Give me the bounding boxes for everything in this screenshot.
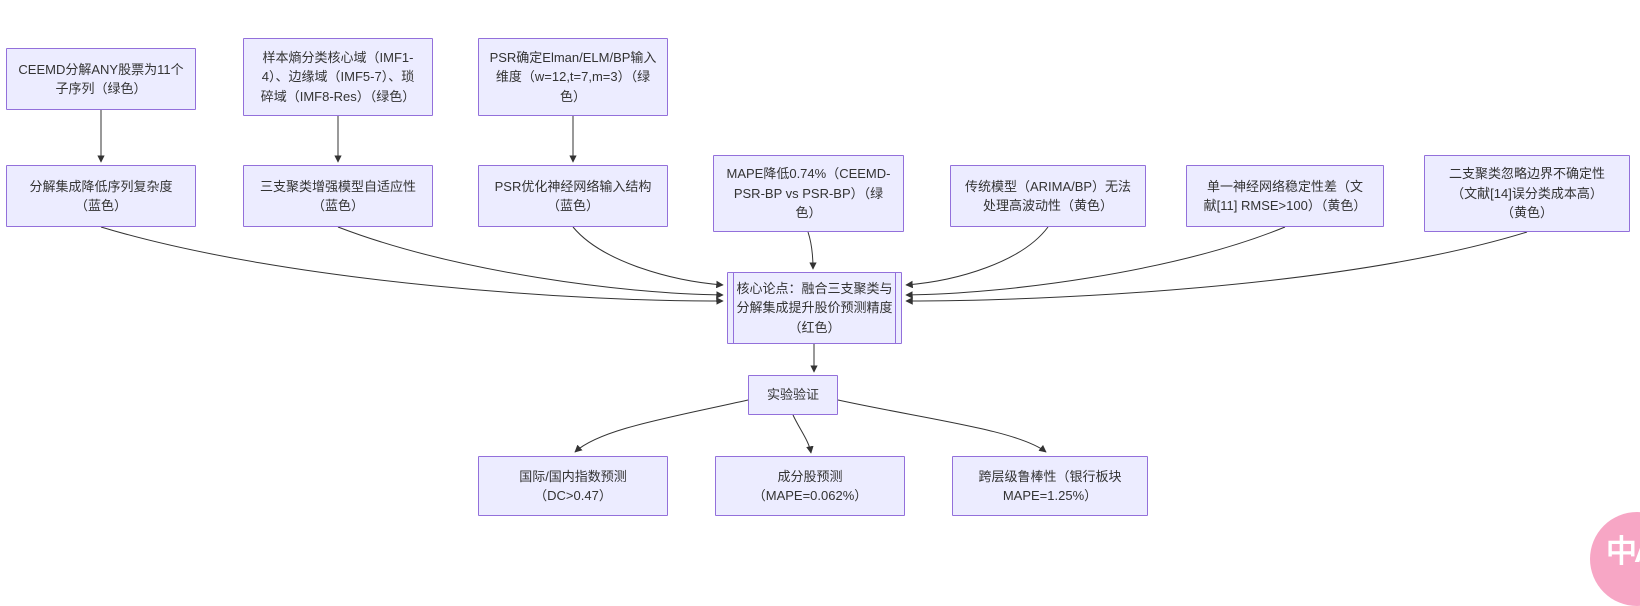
node-decomposition-complexity: 分解集成降低序列复杂度 （蓝色） <box>6 165 196 227</box>
node-twoway-clustering-limit: 二支聚类忽略边界不确定性 （文献[14]误分类成本高） （黄色） <box>1424 155 1630 232</box>
node-experiment-validation: 实验验证 <box>748 375 838 415</box>
flowchart-canvas: CEEMD分解ANY股票为11个 子序列（绿色） 样本熵分类核心域（IMF1- … <box>6 38 1640 606</box>
node-sample-entropy-domains: 样本熵分类核心域（IMF1- 4）、边缘域（IMF5-7）、琐 碎域（IMF8-… <box>243 38 433 116</box>
edge-twoway-to-core <box>905 231 1528 305</box>
edge-experiment-to-index <box>574 399 749 453</box>
node-mape-reduction: MAPE降低0.74%（CEEMD- PSR-BP vs PSR-BP）（绿 色… <box>713 155 904 232</box>
node-traditional-model-limit: 传统模型（ARIMA/BP）无法 处理高波动性（黄色） <box>950 165 1146 227</box>
edge-mape-to-core <box>807 231 817 270</box>
edge-experiment-to-robustness <box>837 399 1047 453</box>
page: { "diagram": { "type": "flowchart", "bac… <box>6 38 1640 606</box>
edge-decomp-to-core <box>100 226 724 305</box>
edges-layer <box>97 110 1528 454</box>
node-core-thesis: 核心论点：融合三支聚类与 分解集成提升股价预测精度 （红色） <box>727 272 902 344</box>
edge-experiment-to-constituent <box>792 414 814 454</box>
edge-traditional-to-core <box>905 226 1049 289</box>
node-constituent-prediction: 成分股预测 （MAPE=0.062%） <box>715 456 905 516</box>
node-ceemd-decomposition: CEEMD分解ANY股票为11个 子序列（绿色） <box>6 48 196 110</box>
node-psr-input-structure: PSR优化神经网络输入结构 （蓝色） <box>478 165 668 227</box>
node-psr-input-dimension: PSR确定Elman/ELM/BP输入 维度（w=12,t=7,m=3）（绿 色… <box>478 38 668 116</box>
edge-threeway-to-core <box>337 226 724 299</box>
node-threeway-clustering: 三支聚类增强模型自适应性 （蓝色） <box>243 165 433 227</box>
edge-singlenn-to-core <box>905 226 1286 299</box>
node-single-nn-instability: 单一神经网络稳定性差（文 献[11] RMSE>100）（黄色） <box>1186 165 1384 227</box>
node-index-prediction: 国际/国内指数预测 （DC>0.47） <box>478 456 668 516</box>
edge-psrstruct-to-core <box>572 226 724 289</box>
node-cross-level-robustness: 跨层级鲁棒性（银行板块 MAPE=1.25%） <box>952 456 1148 516</box>
